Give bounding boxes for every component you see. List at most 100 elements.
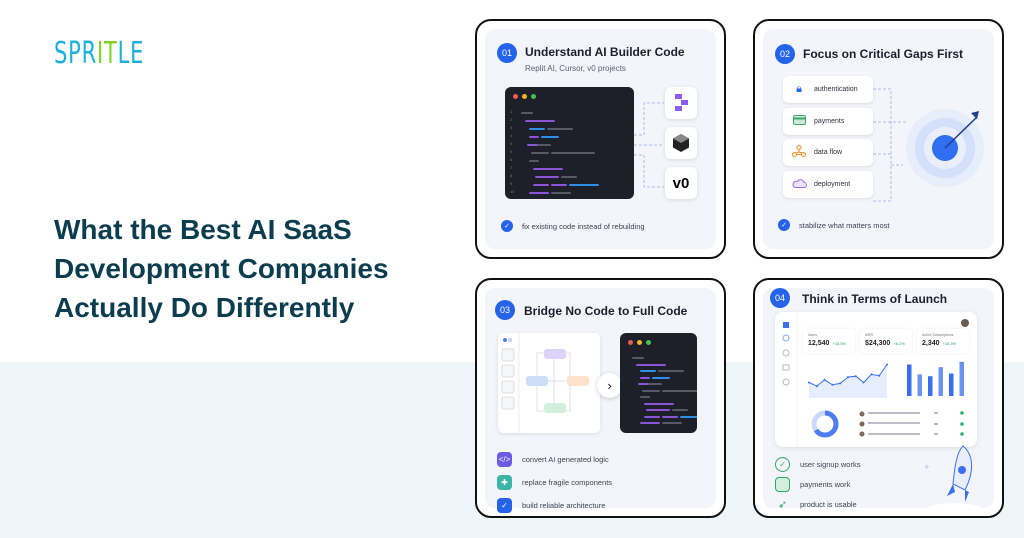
puzzle-icon: ✚	[497, 475, 512, 490]
code-editor	[620, 333, 697, 433]
card-footer: stabilize what matters most	[799, 221, 890, 230]
code-line	[644, 415, 660, 418]
code-line	[533, 168, 563, 170]
card-title: Focus on Critical Gaps First	[803, 47, 964, 61]
gap-item-authentication: 🔒︎authentication	[783, 76, 873, 103]
feature-architecture: ✓build reliable architecture	[497, 498, 605, 513]
bar	[949, 373, 954, 396]
line-number: 1	[510, 109, 513, 114]
bar-chart	[899, 358, 970, 401]
code-line	[672, 409, 688, 411]
code-line	[541, 136, 559, 138]
code-line	[551, 184, 567, 186]
code-line	[652, 376, 670, 379]
card-understand-code: 01 Understand AI Builder Code Replit AI,…	[475, 19, 726, 259]
donut-chart	[803, 406, 848, 442]
code-line	[662, 415, 678, 418]
line-point	[847, 376, 849, 379]
line-number: 10	[510, 189, 515, 194]
feature-usable: ➶product is usable	[775, 497, 857, 512]
code-line	[529, 128, 545, 130]
feature-convert-logic: </>convert AI generated logic	[497, 452, 609, 467]
svg-text:✦: ✦	[923, 462, 931, 472]
line-area	[809, 364, 887, 398]
code-line	[533, 184, 549, 186]
arrow-right-icon: ›	[597, 373, 622, 398]
line-number: 5	[510, 141, 513, 146]
avatar	[961, 319, 969, 327]
line-point	[886, 363, 888, 366]
card-footer: fix existing code instead of rebuilding	[522, 222, 645, 231]
code-line	[551, 192, 571, 194]
check-icon: ✓	[778, 219, 790, 231]
user-list	[854, 406, 970, 442]
code-line	[640, 370, 656, 372]
line-point	[854, 375, 857, 378]
v0-icon: v0	[665, 167, 697, 199]
shield-icon: ✓	[497, 498, 512, 513]
card-icon	[775, 477, 790, 492]
headline-line: Actually Do Differently	[54, 292, 355, 323]
replit-icon	[665, 87, 697, 119]
code-line	[680, 415, 697, 418]
card-critical-gaps: 02 Focus on Critical Gaps First 🔒︎authen…	[753, 19, 1004, 259]
line-point	[878, 374, 881, 377]
line-number: 6	[510, 157, 513, 162]
bar	[907, 364, 912, 396]
code-line	[529, 192, 549, 194]
code-line	[636, 363, 666, 366]
card-subtitle: Replit AI, Cursor, v0 projects	[525, 64, 626, 73]
gap-item-data-flow: data flow	[783, 139, 873, 166]
card-title: Understand AI Builder Code	[525, 45, 685, 59]
lock-icon: 🔒︎	[796, 83, 802, 95]
code-line	[537, 144, 551, 146]
flow-icon	[792, 145, 806, 160]
dashboard-sidebar	[782, 312, 798, 447]
headline-line: What the Best AI SaaS	[54, 214, 352, 245]
line-point	[808, 381, 810, 384]
rocket-icon: ➶	[777, 499, 788, 511]
bar	[959, 361, 964, 396]
line-point	[823, 378, 826, 381]
stat-mrr: MRR$24,300+8.2%	[860, 329, 912, 353]
bar	[938, 367, 943, 396]
line-point	[815, 385, 818, 388]
code-icon: </>	[497, 452, 512, 467]
code-line	[561, 176, 577, 178]
code-line	[658, 370, 684, 372]
no-code-builder	[498, 333, 600, 433]
gap-item-payments: payments	[783, 108, 873, 135]
feature-signup: ✓user signup works	[775, 457, 860, 472]
card-title: Think in Terms of Launch	[802, 292, 948, 306]
bar	[928, 376, 933, 396]
code-line	[521, 112, 533, 114]
code-line	[662, 422, 682, 424]
line-point	[831, 383, 834, 386]
line-chart	[803, 358, 893, 401]
code-line	[525, 120, 555, 122]
step-number: 03	[495, 300, 515, 320]
line-point	[839, 382, 842, 385]
headline: What the Best AI SaaS Development Compan…	[54, 210, 454, 327]
card-title: Bridge No Code to Full Code	[524, 304, 688, 318]
code-line	[529, 136, 539, 138]
step-number: 04	[770, 288, 790, 308]
card-bridge-code: 03 Bridge No Code to Full Code › </>conv…	[475, 278, 726, 518]
headline-line: Development Companies	[54, 253, 389, 284]
gap-item-deployment: deployment	[783, 171, 873, 198]
rocket-illustration: ✦	[920, 445, 990, 516]
line-number: 5	[510, 149, 513, 154]
line-number: 4	[510, 133, 513, 138]
code-line	[640, 396, 650, 398]
code-line	[646, 409, 670, 411]
bar	[917, 374, 922, 396]
card-icon	[792, 115, 806, 128]
line-number: 7	[510, 165, 513, 170]
feature-payments: payments work	[775, 477, 850, 492]
cursor-icon	[665, 127, 697, 159]
code-line	[531, 152, 549, 154]
